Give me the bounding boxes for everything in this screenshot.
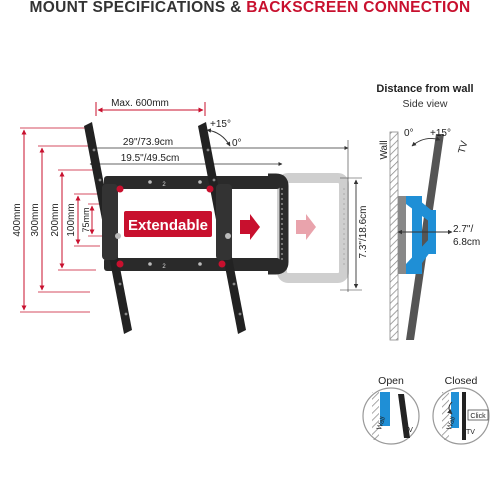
tilt-indicator: +15° 0° — [206, 119, 242, 149]
extendable-label: Extendable — [128, 217, 208, 234]
extendable-badge: Extendable — [124, 211, 212, 237]
tilt-up-label: +15° — [210, 119, 231, 130]
side-angle-zero: 0° — [404, 128, 414, 139]
extend-arrow-ghost-icon — [296, 214, 316, 240]
bottom-rail — [104, 258, 280, 271]
lock-views: Open Closed Wall TV Click Wall — [362, 375, 490, 445]
side-view-subheading: Side view — [403, 98, 448, 110]
side-angle-up: +15° — [430, 128, 451, 139]
open-wall-label: Wall — [376, 416, 387, 431]
top-rail-mark: 2 — [162, 182, 166, 188]
vesa-75-label: 75mm — [81, 207, 91, 232]
depth-label: 7.3"/18.6cm — [358, 205, 369, 258]
top-rail — [104, 176, 280, 189]
open-lock-detail: Wall TV — [362, 387, 420, 445]
open-label: Open — [378, 375, 404, 387]
distance-label-1: 2.7"/ — [453, 224, 473, 235]
mount-bracket: 2 2 — [84, 122, 349, 334]
tilt-zero-label: 0° — [232, 138, 242, 149]
front-view: Max. 600mm 29"/73.9cm 19.5"/49.5cm +15° … — [12, 98, 369, 334]
outer-width-label: 29"/73.9cm — [123, 137, 173, 148]
side-view-heading: Distance from wall — [376, 83, 473, 95]
closed-lock-detail: Click Wall TV — [432, 387, 490, 445]
outer-width-dimension: 29"/73.9cm — [89, 137, 349, 292]
page-title: MOUNT SPECIFICATIONS & BACKSCREEN CONNEC… — [0, 0, 500, 22]
side-wall-label: Wall — [379, 140, 390, 159]
max-width-label: Max. 600mm — [111, 98, 169, 109]
vesa-height-dimensions: 400mm 300mm 200mm 100mm 75mm — [12, 127, 102, 313]
open-tv-label: TV — [404, 427, 413, 434]
inner-width-dimension: 19.5"/49.5cm — [89, 153, 283, 166]
vesa-400-label: 400mm — [12, 203, 23, 236]
depth-dimension: 7.3"/18.6cm — [340, 177, 369, 291]
inner-width-label: 19.5"/49.5cm — [121, 153, 180, 164]
side-view: Distance from wall Side view Wall TV 0° … — [376, 83, 480, 341]
closed-wall-label: Wall — [446, 416, 457, 431]
side-tv-label: TV — [457, 139, 471, 155]
max-width-dimension: Max. 600mm — [95, 98, 206, 116]
bottom-rail-mark: 2 — [162, 264, 166, 270]
closed-label: Closed — [445, 375, 478, 387]
title-part-1: MOUNT SPECIFICATIONS & — [29, 0, 247, 16]
extend-arrow-icon — [240, 214, 260, 240]
click-label: Click — [470, 413, 486, 420]
title-part-2: BACKSCREEN CONNECTION — [246, 0, 471, 16]
vesa-300-label: 300mm — [30, 203, 41, 236]
vesa-200-label: 200mm — [50, 203, 61, 236]
closed-tv-label: TV — [466, 429, 475, 436]
wall-section — [389, 131, 399, 341]
vesa-100-label: 100mm — [66, 203, 77, 236]
distance-label-2: 6.8cm — [453, 237, 480, 248]
tv-panel — [406, 134, 444, 340]
